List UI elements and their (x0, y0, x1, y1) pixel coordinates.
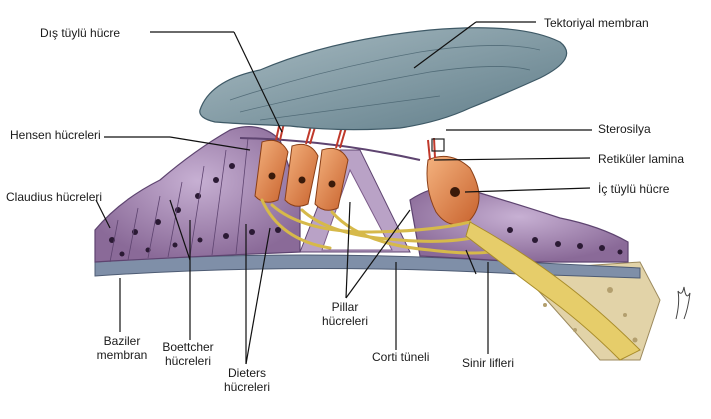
outer-hair-cells (255, 140, 348, 210)
label-baziler-line2: membran (90, 348, 154, 362)
artist-signature (672, 283, 694, 323)
label-dieters-hucreleri: Dieters hücreleri (212, 366, 282, 394)
label-retikuler-lamina: Retiküler lamina (598, 152, 684, 166)
label-pillar-line1: Pillar (310, 300, 380, 314)
label-corti-tuneli: Corti tüneli (372, 350, 429, 364)
label-dis-tuylu-hucre: Dış tüylü hücre (40, 26, 120, 40)
label-sterosilya: Sterosilya (598, 122, 651, 136)
label-ic-tuylu-hucre: İç tüylü hücre (598, 182, 669, 196)
label-pillar-hucreleri: Pillar hücreleri (310, 300, 380, 328)
label-pillar-line2: hücreleri (310, 314, 380, 328)
label-boettcher-line1: Boettcher (150, 340, 226, 354)
label-dieters-line2: hücreleri (212, 380, 282, 394)
label-claudius-hucreleri: Claudius hücreleri (6, 190, 102, 204)
label-baziler-line1: Baziler (90, 334, 154, 348)
label-dieters-line1: Dieters (212, 366, 282, 380)
label-sinir-lifleri: Sinir lifleri (462, 356, 514, 370)
tectorial-membrane-shape (200, 28, 567, 130)
inner-hair-cell-nucleus (450, 187, 460, 197)
label-baziler-membran: Baziler membran (90, 334, 154, 362)
label-hensen-hucreleri: Hensen hücreleri (10, 128, 101, 142)
label-tektoriyal-membran: Tektoriyal membran (544, 16, 649, 30)
label-boettcher-hucreleri: Boettcher hücreleri (150, 340, 226, 368)
